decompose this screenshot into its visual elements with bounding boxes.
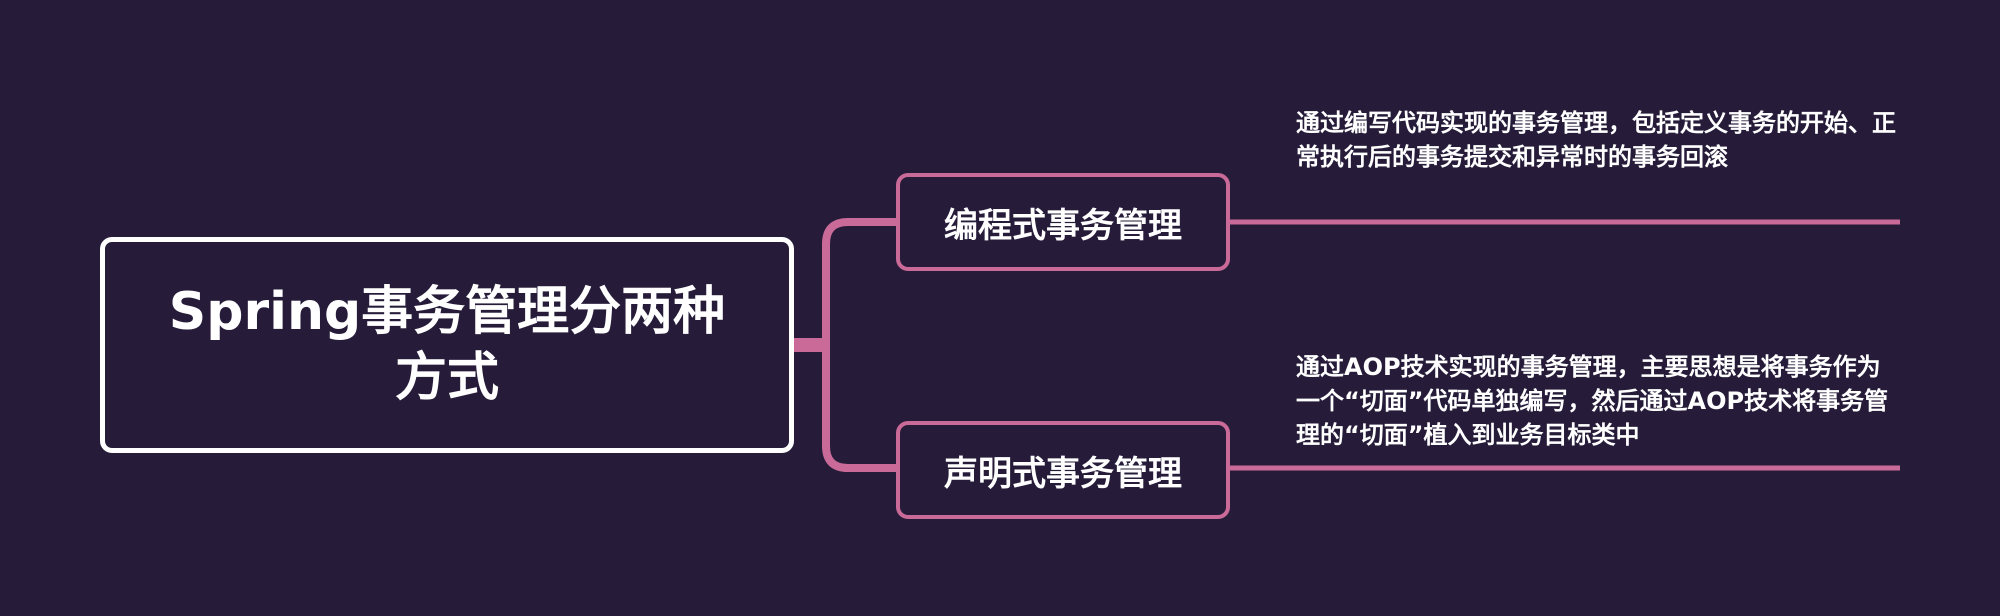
branch-trunk: [822, 218, 896, 472]
description-programmatic: 通过编写代码实现的事务管理，包括定义事务的开始、正常执行后的事务提交和异常时的事…: [1296, 109, 1896, 171]
branch-node-declarative: 声明式事务管理: [896, 421, 1230, 519]
description-declarative: 通过AOP技术实现的事务管理，主要思想是将事务作为一个“切面”代码单独编写，然后…: [1296, 353, 1889, 449]
branch-node-programmatic: 编程式事务管理: [896, 173, 1230, 271]
root-node: Spring事务管理分两种方式: [100, 237, 794, 453]
branch-label-declarative: 声明式事务管理: [944, 453, 1182, 494]
branch-label-programmatic: 编程式事务管理: [944, 205, 1182, 246]
root-title: Spring事务管理分两种方式: [168, 282, 726, 408]
